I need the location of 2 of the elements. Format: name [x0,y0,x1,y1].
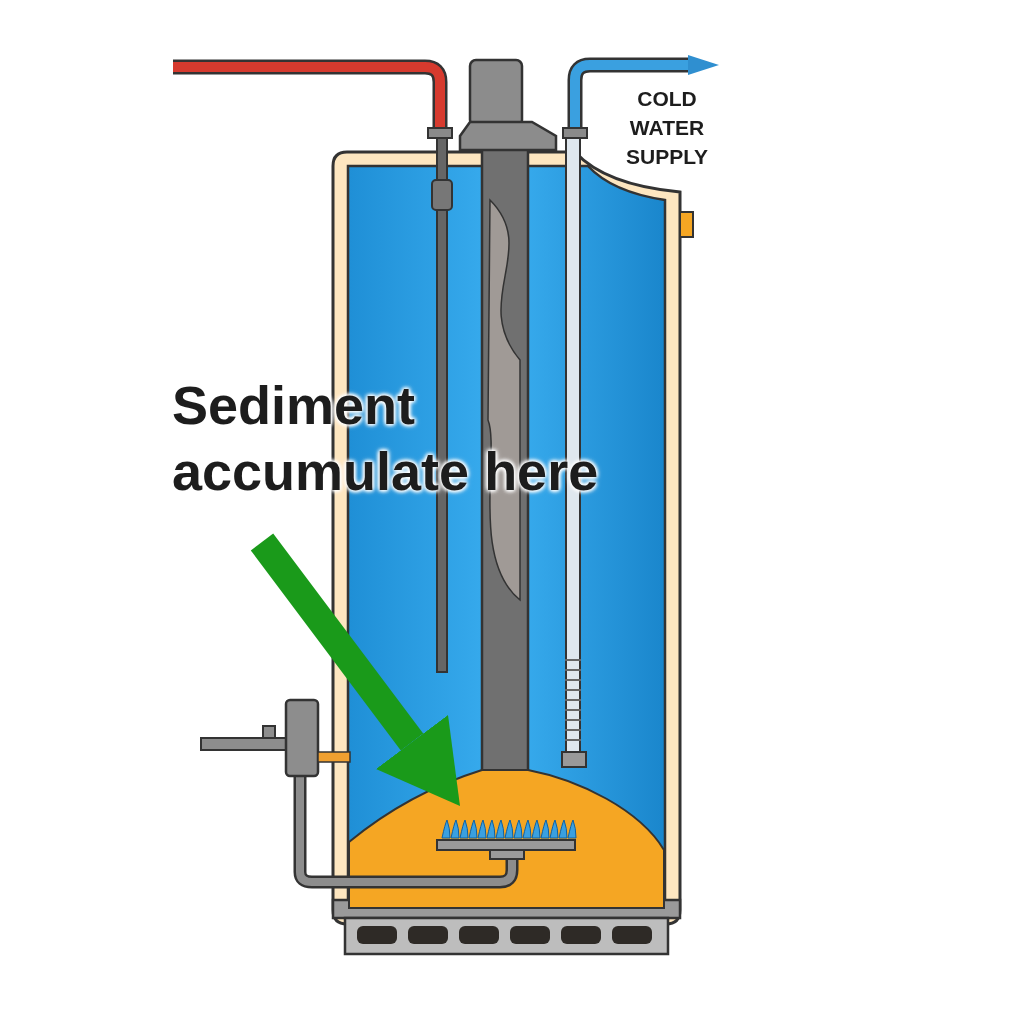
supply-label: COLD WATER SUPPLY [624,86,710,170]
leader-arrow [250,533,460,806]
